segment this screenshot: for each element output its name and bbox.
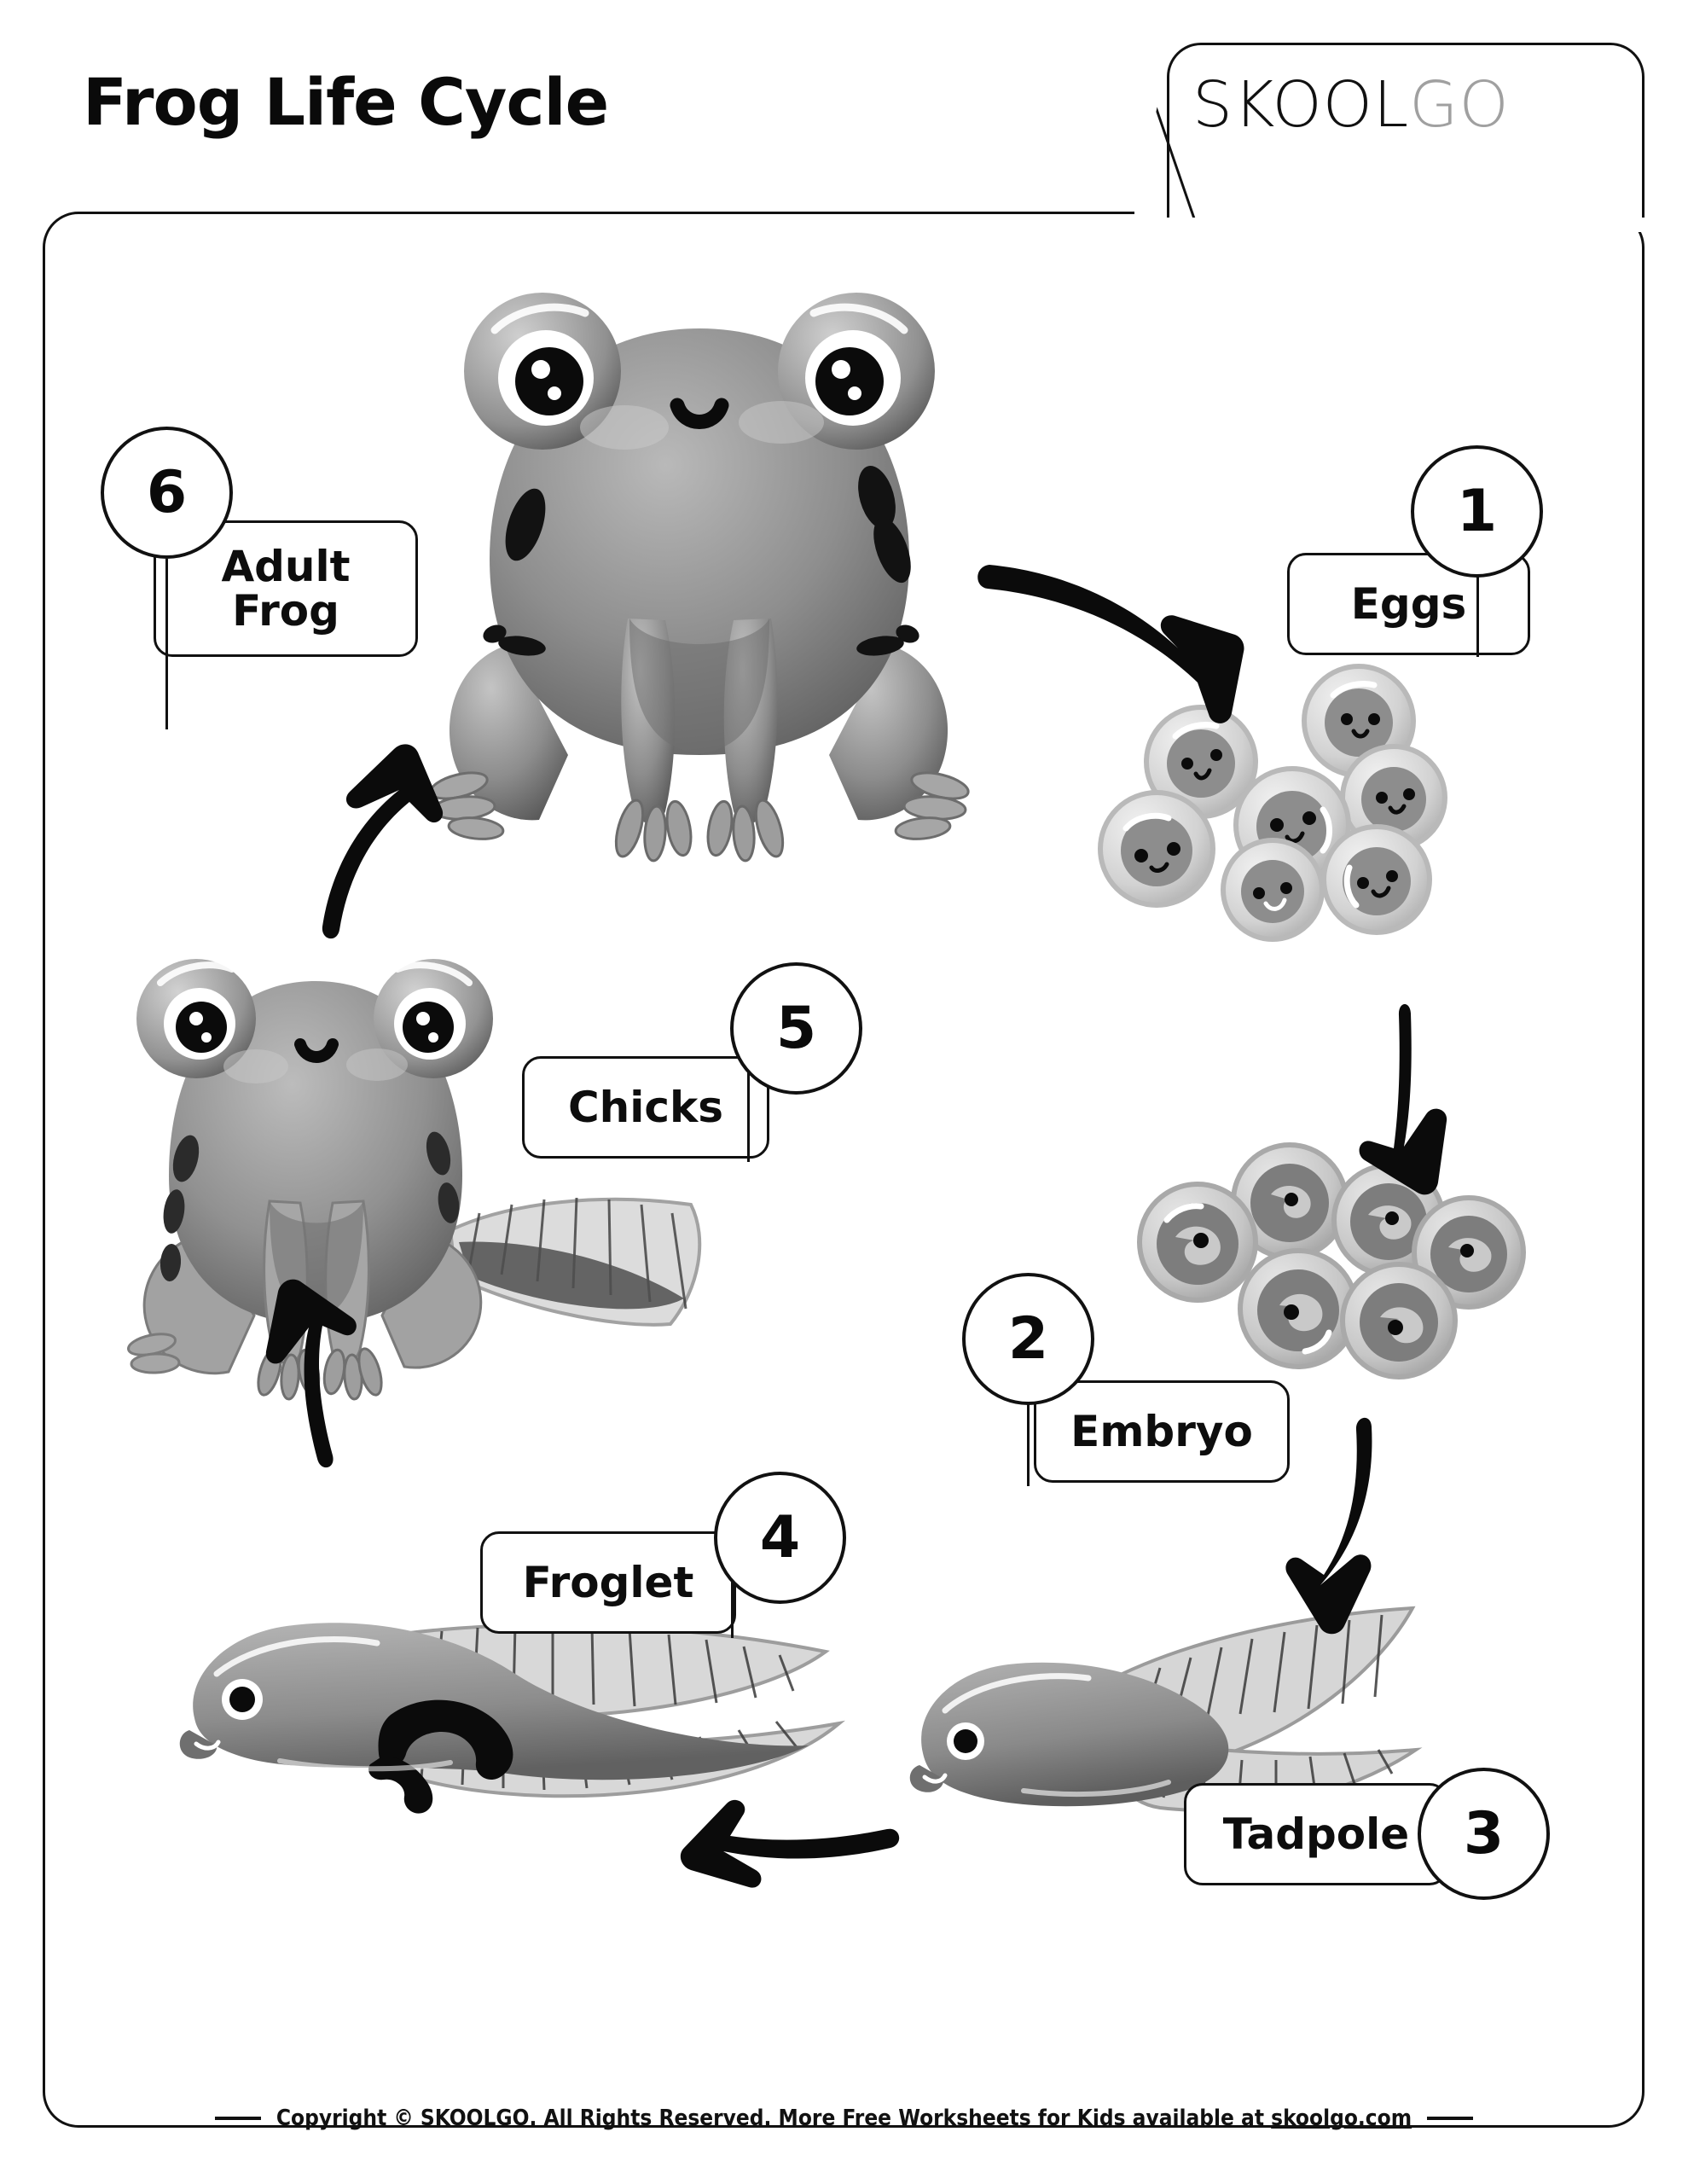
- stage-badge-number: 3: [1463, 1800, 1505, 1867]
- footer-text: Copyright © SKOOLGO. All Rights Reserved…: [276, 2106, 1412, 2131]
- stage-stem-1: [1476, 563, 1479, 657]
- logo-go-text: GO: [1409, 68, 1510, 142]
- stage-label-tadpole[interactable]: Tadpole: [1184, 1783, 1448, 1885]
- stage-label-text: Tadpole: [1222, 1809, 1410, 1859]
- tadpole-illustration: [904, 1583, 1433, 1873]
- froglet-illustration: [177, 1595, 860, 1868]
- stage-label-froglet[interactable]: Froglet: [480, 1531, 736, 1634]
- young-frog-illustration: [111, 930, 802, 1401]
- stage-stem-4: [731, 1542, 734, 1638]
- page-border: [43, 212, 1644, 2128]
- stage-badge-number: 6: [146, 459, 188, 526]
- footer-rule-right: [1427, 2117, 1474, 2120]
- adult-frog-illustration: [409, 277, 989, 866]
- stage-badge-1[interactable]: 1: [1411, 445, 1543, 578]
- stage-label-text: Embryo: [1070, 1406, 1253, 1456]
- footer-prefix: Copyright © SKOOL: [276, 2106, 496, 2131]
- stage-stem-6: [165, 559, 168, 729]
- stage-badge-number: 1: [1456, 478, 1498, 545]
- embryo-illustration: [1134, 1142, 1526, 1399]
- footer-site-link[interactable]: skoolgo.com: [1271, 2106, 1412, 2131]
- eggs-illustration: [1098, 661, 1457, 943]
- stage-label-embryo[interactable]: Embryo: [1034, 1380, 1290, 1483]
- stage-badge-5[interactable]: 5: [730, 962, 862, 1095]
- stage-badge-number: 4: [759, 1504, 801, 1571]
- stage-label-text: Froglet: [522, 1557, 694, 1607]
- stage-badge-3[interactable]: 3: [1418, 1768, 1550, 1900]
- footer-rule-left: [214, 2117, 261, 2120]
- stage-label-text: Adult Frog: [221, 541, 351, 636]
- stage-badge-number: 5: [775, 995, 817, 1062]
- stage-badge-4[interactable]: 4: [714, 1472, 846, 1604]
- footer-brand-go: GO: [496, 2106, 530, 2131]
- stage-stem-5: [747, 1066, 750, 1162]
- stage-badge-6[interactable]: 6: [101, 427, 233, 559]
- stage-label-chicks[interactable]: Chicks: [522, 1056, 769, 1159]
- footer: Copyright © SKOOLGO. All Rights Reserved…: [0, 2106, 1688, 2131]
- stage-label-text: Chicks: [567, 1082, 724, 1132]
- stage-badge-2[interactable]: 2: [962, 1273, 1094, 1405]
- page-title: Frog Life Cycle: [83, 64, 609, 140]
- stage-label-text: Eggs: [1350, 578, 1467, 629]
- stage-stem-2: [1027, 1392, 1030, 1486]
- logo-skool-text: SKOOL: [1192, 68, 1410, 142]
- stage-badge-number: 2: [1007, 1305, 1049, 1373]
- footer-middle: . All Rights Reserved. More Free Workshe…: [529, 2106, 1272, 2131]
- skoolgo-logo: SKOOLGO: [1192, 73, 1636, 136]
